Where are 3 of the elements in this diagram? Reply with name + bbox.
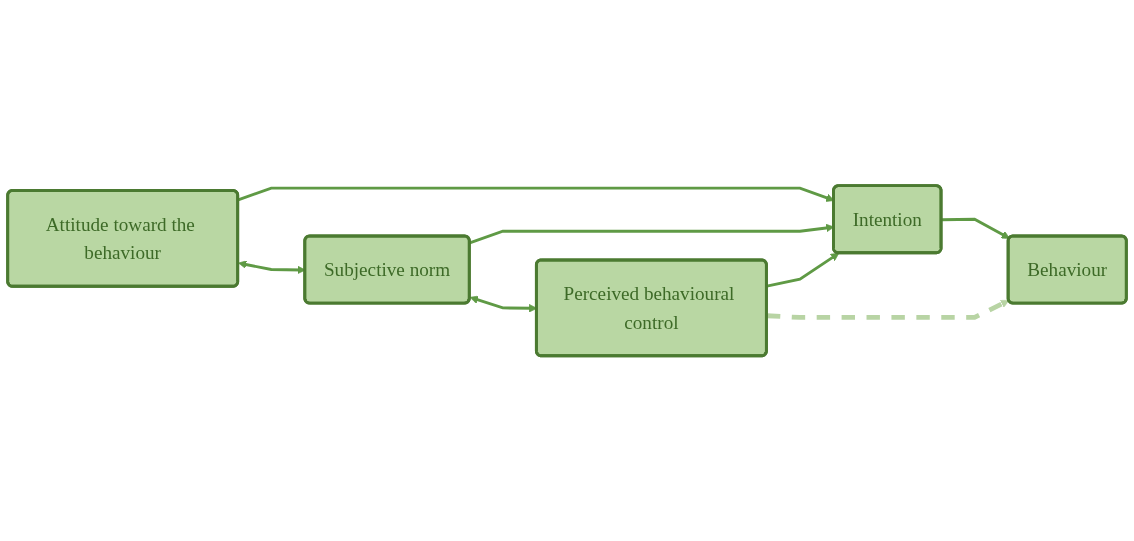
arrow: [766, 299, 1010, 320]
arrow: [941, 217, 1010, 239]
arrow: [766, 252, 840, 288]
